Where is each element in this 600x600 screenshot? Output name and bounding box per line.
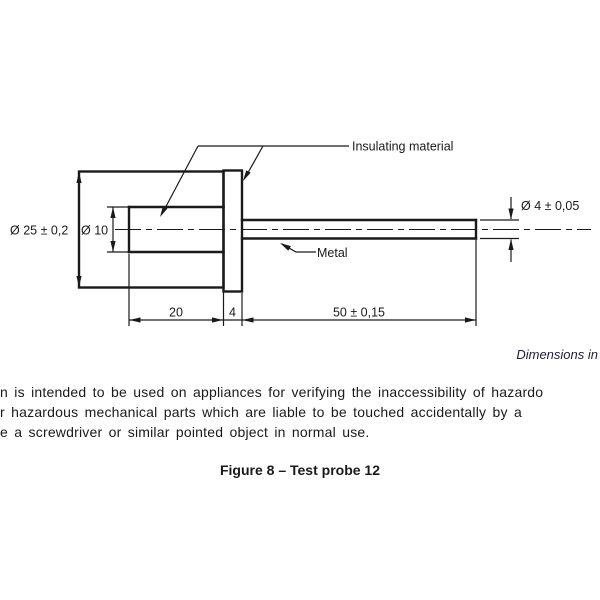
leader-lines xyxy=(160,145,349,253)
dim-diameter-10: Ø 10 xyxy=(81,224,108,238)
dim-length-4: 4 xyxy=(229,306,236,320)
figure-caption: Figure 8 – Test probe 12 xyxy=(219,462,380,478)
dimension-arrowheads xyxy=(76,172,514,323)
dim-diameter-25: Ø 25 ± 0,2 xyxy=(10,224,68,238)
drawing-labels: Insulating material Metal Ø 25 ± 0,2 Ø 1… xyxy=(10,140,579,320)
description-line-3: e a screwdriver or similar pointed objec… xyxy=(0,424,370,440)
description-line-1: n is intended to be used on appliances f… xyxy=(0,384,544,400)
dimension-lines xyxy=(112,197,512,321)
flange-disc xyxy=(222,169,244,293)
label-insulating-material: Insulating material xyxy=(352,140,453,154)
dim-diameter-4: Ø 4 ± 0,05 xyxy=(521,199,579,213)
dim-length-20: 20 xyxy=(169,306,183,320)
label-metal: Metal xyxy=(317,246,348,260)
description-line-2: r hazardous mechanical parts which are l… xyxy=(0,404,522,420)
dim-length-50: 50 ± 0,15 xyxy=(333,306,385,320)
probe-outline xyxy=(77,169,478,293)
dimensions-unit-note: Dimensions in xyxy=(516,347,598,362)
